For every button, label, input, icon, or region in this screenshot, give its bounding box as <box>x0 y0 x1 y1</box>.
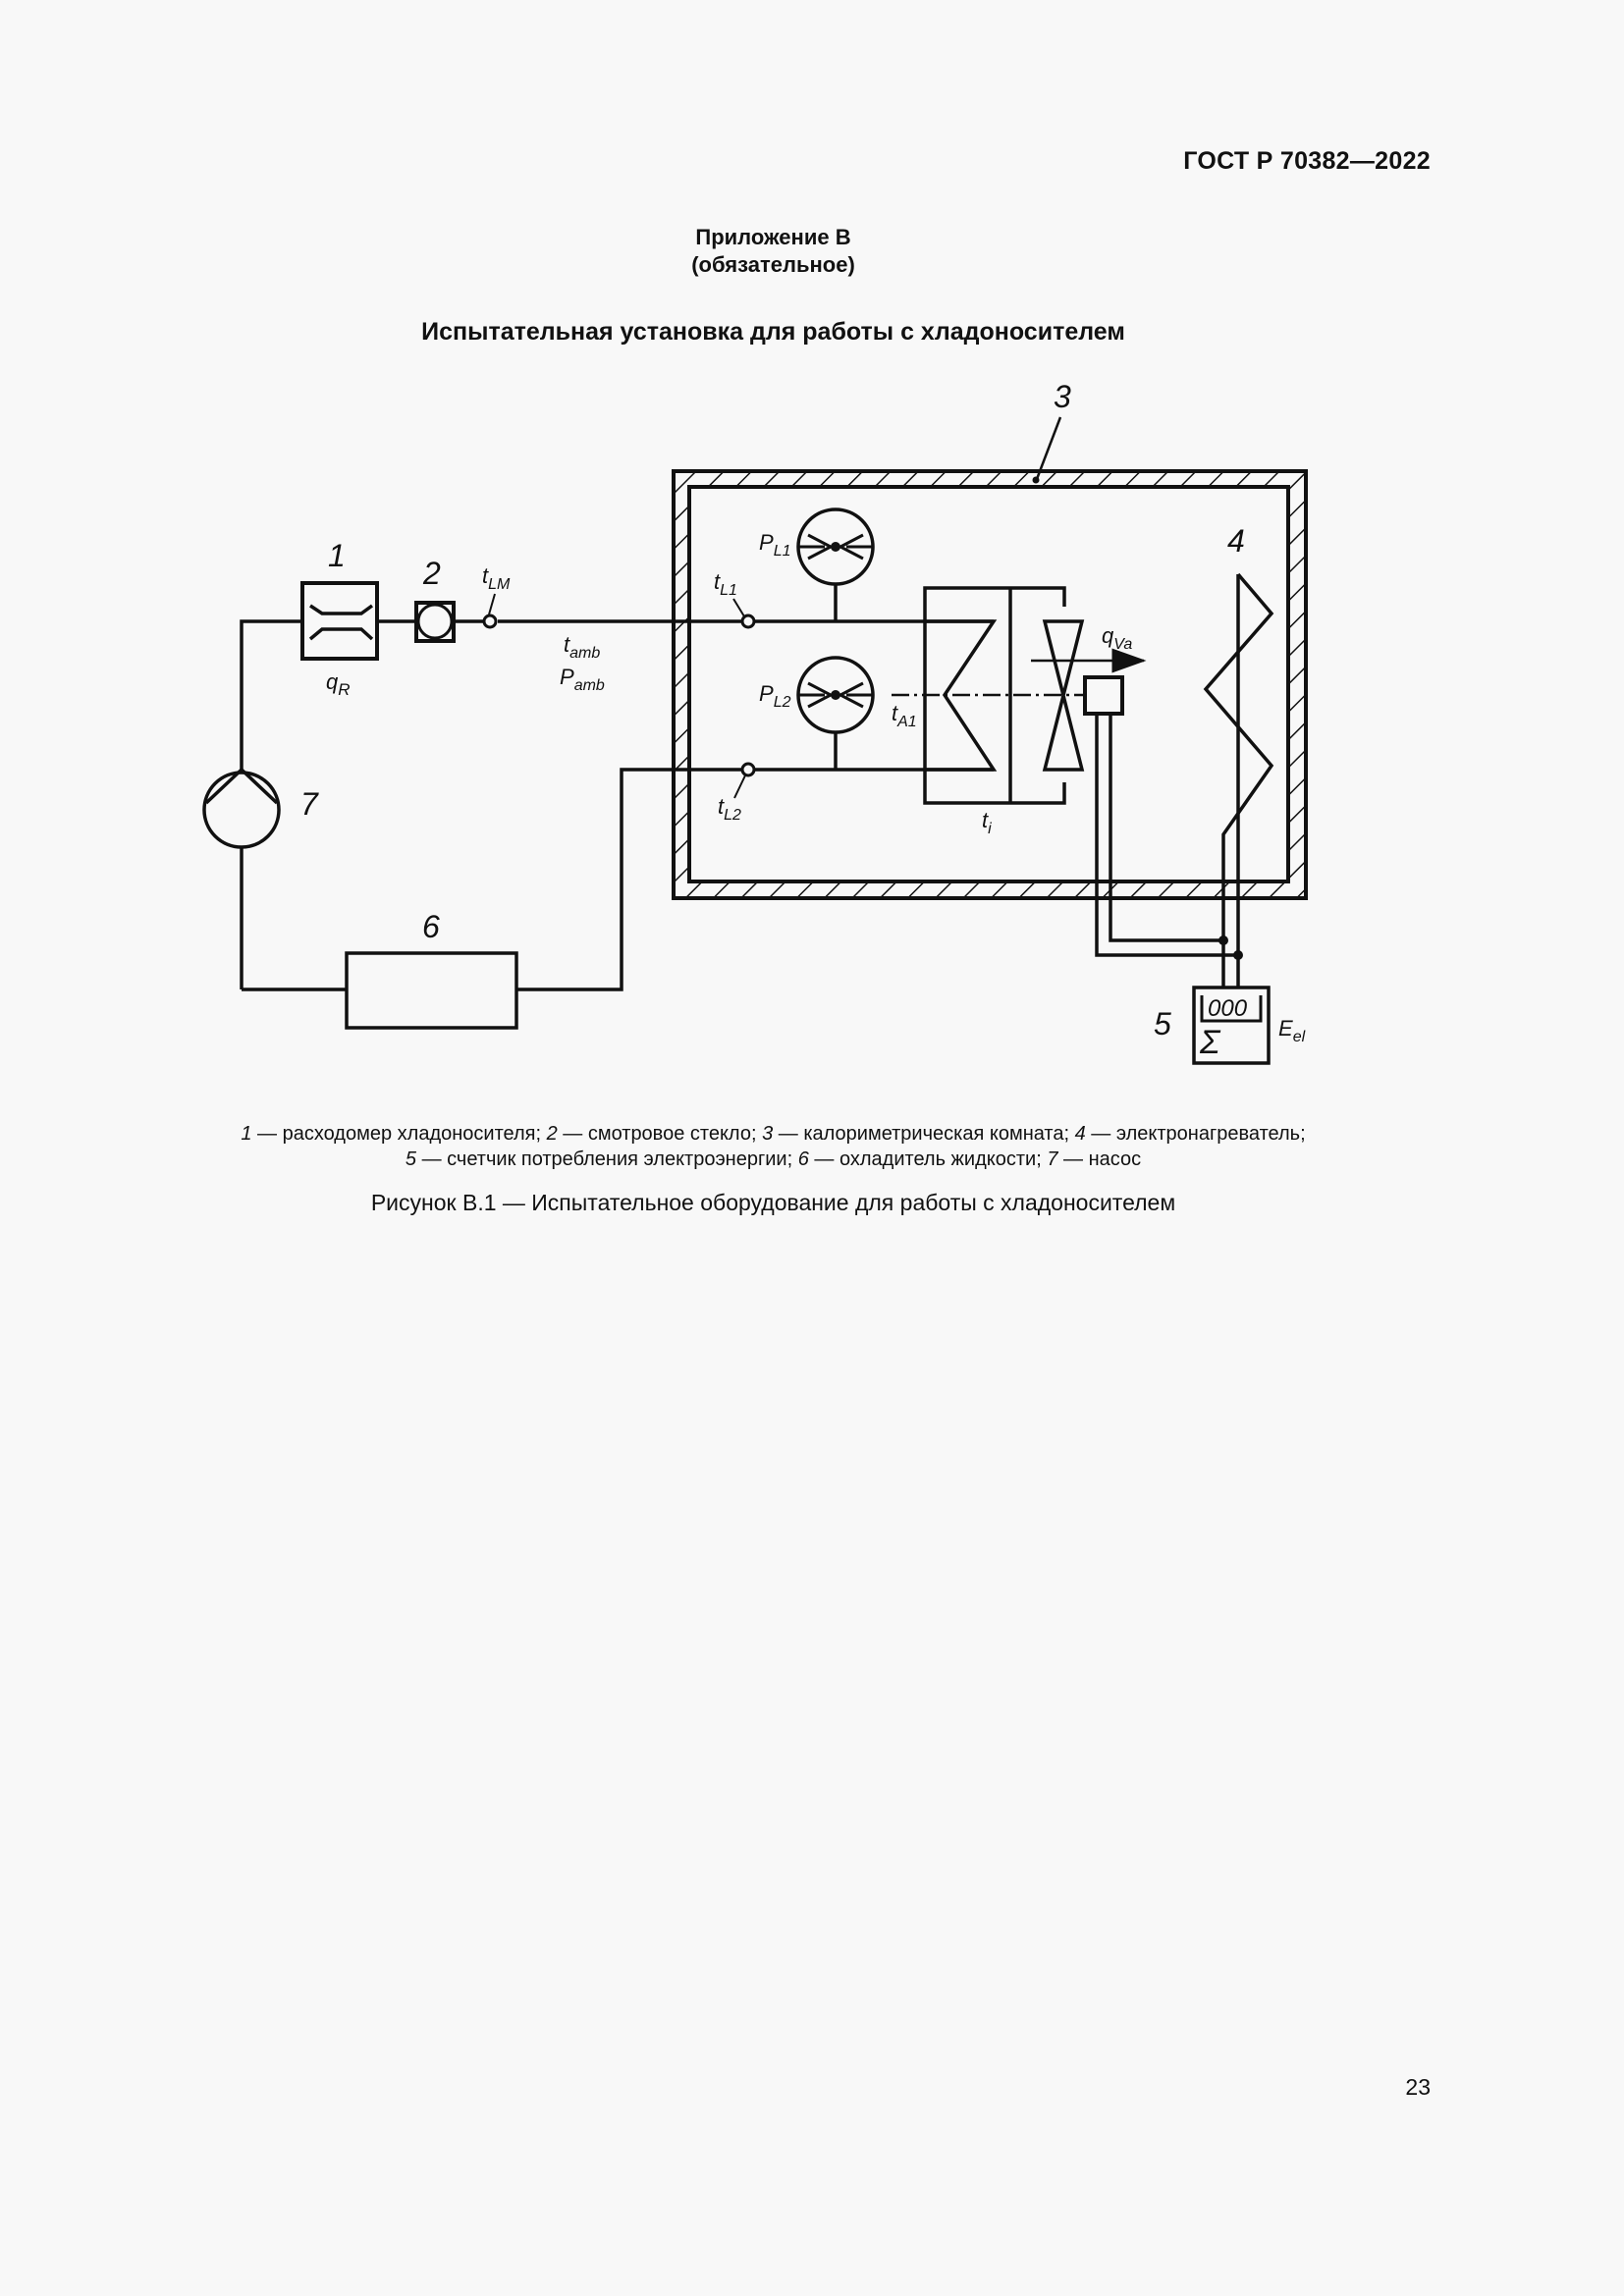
electric-heater <box>1203 572 1274 989</box>
svg-text:Pamb: Pamb <box>560 665 605 694</box>
pressure-gauge-PL1: PL1 <box>759 507 875 621</box>
section-title: Испытательная установка для работы с хла… <box>421 318 1125 346</box>
junction-dot <box>1233 950 1243 960</box>
appendix-title: Приложение В <box>695 225 851 249</box>
figure-caption: Рисунок В.1 — Испытательное оборудование… <box>370 1190 1176 1215</box>
appendix-heading: Приложение В (обязательное) <box>0 224 1546 279</box>
svg-text:Eel: Eel <box>1278 1016 1306 1045</box>
pump <box>202 767 281 849</box>
legend-line-1: 1 — расходомер хладоносителя; 2 — смотро… <box>241 1123 1306 1145</box>
liquid-cooler: 6 <box>345 909 518 1030</box>
svg-text:ti: ti <box>982 808 992 837</box>
airflow-arrow: qVa <box>1031 623 1147 673</box>
ambient-labels: tamb Pamb <box>560 632 605 694</box>
callout-7: 7 <box>300 786 319 822</box>
page-number: 23 <box>1405 2074 1431 2100</box>
callout-3: 3 <box>1032 379 1071 484</box>
fan-motor <box>1083 675 1124 716</box>
document-code: ГОСТ Р 70382—2022 <box>1183 147 1431 175</box>
svg-text:Σ: Σ <box>1199 1024 1221 1061</box>
svg-text:qVa: qVa <box>1102 623 1132 653</box>
svg-text:qR: qR <box>326 669 351 699</box>
sight-glass: 2 <box>414 556 456 643</box>
svg-text:PL1: PL1 <box>759 530 790 560</box>
svg-text:5: 5 <box>1154 1006 1171 1041</box>
calorimetric-room <box>672 469 1308 900</box>
callout-4: 4 <box>1227 523 1245 559</box>
sensor-tL1: tL1 <box>714 569 756 629</box>
ti-label: ti <box>982 808 992 837</box>
svg-text:tL1: tL1 <box>714 569 737 599</box>
svg-text:PL2: PL2 <box>759 681 791 711</box>
meter-wiring <box>1095 714 1238 957</box>
sensor-tLM: tLM <box>482 563 511 629</box>
junction-dot <box>1218 935 1228 945</box>
figure-legend: 1 — расходомер хладоносителя; 2 — смотро… <box>0 1121 1546 1172</box>
pressure-gauge-PL2: PL2 <box>759 656 875 770</box>
appendix-status: (обязательное) <box>691 252 855 277</box>
svg-text:2: 2 <box>422 556 441 591</box>
coolant-pipes <box>240 619 994 991</box>
energy-meter: 000 Σ 5 Eel <box>1154 986 1306 1065</box>
svg-text:6: 6 <box>422 909 440 944</box>
svg-text:1: 1 <box>328 538 346 573</box>
sensor-tL2: tL2 <box>718 762 756 824</box>
svg-text:tA1: tA1 <box>892 701 917 730</box>
svg-text:tL2: tL2 <box>718 794 741 824</box>
svg-text:tamb: tamb <box>564 632 600 662</box>
svg-text:3: 3 <box>1054 379 1071 414</box>
test-rig-diagram: 3 1 qR 2 tLM tamb Pamb <box>202 379 1308 1065</box>
svg-text:000: 000 <box>1208 995 1248 1022</box>
fan <box>1042 619 1085 772</box>
flow-meter: 1 qR <box>300 538 379 699</box>
legend-line-2: 5 — счетчик потребления электроэнергии; … <box>405 1148 1142 1170</box>
svg-text:tLM: tLM <box>482 563 511 593</box>
air-temperature-line: tA1 <box>892 693 1086 730</box>
